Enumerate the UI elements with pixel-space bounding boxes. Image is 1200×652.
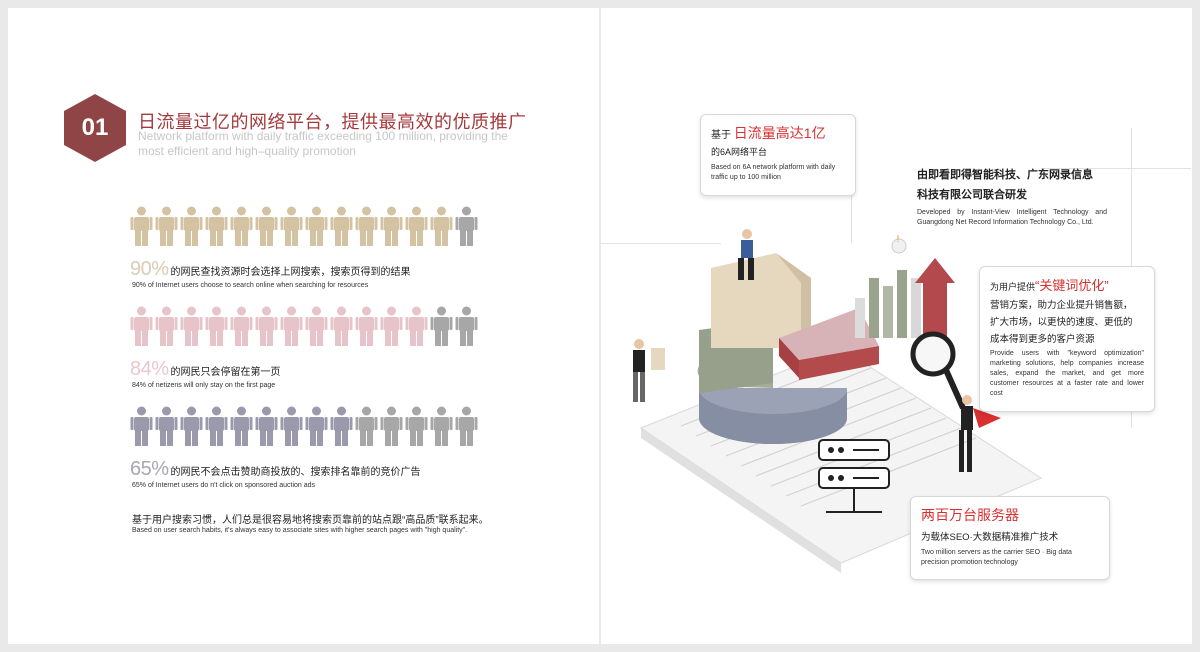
- callout-servers: 两百万台服务器 为载体SEO·大数据精准推广技术 Two million ser…: [910, 496, 1110, 580]
- person-icon: [205, 306, 228, 346]
- person-icon: [455, 206, 478, 246]
- left-page: 01 日流量过亿的网络平台，提供最高效的优质推广 Network platfor…: [8, 8, 599, 644]
- person-icon: [430, 306, 453, 346]
- person-icon: [130, 406, 153, 446]
- person-icon: [455, 406, 478, 446]
- person-icon: [255, 206, 278, 246]
- person-icon: [155, 406, 178, 446]
- callout1-line2: 的6A网络平台: [711, 147, 768, 157]
- section-number-badge: 01: [64, 94, 126, 162]
- callout3-cn3: 成本得到更多的客户资源: [990, 334, 1095, 345]
- person-icon: [355, 306, 378, 346]
- stat-84-pct: 84%: [130, 358, 169, 380]
- person-icon: [230, 406, 253, 446]
- person-icon: [405, 306, 428, 346]
- person-icon: [330, 206, 353, 246]
- callout3-cn2: 扩大市场，以更快的速度、更低的: [990, 317, 1133, 328]
- stat-84-cn: 的网民只会停留在第一页: [170, 367, 281, 378]
- person-icon: [380, 406, 403, 446]
- developer-cn1: 由即看即得智能科技、广东网录信息: [917, 169, 1093, 181]
- person-icon: [180, 406, 203, 446]
- person-icon: [205, 406, 228, 446]
- stat-65-pct: 65%: [130, 458, 169, 480]
- callout4-en: Two million servers as the carrier SEO ·…: [921, 549, 1072, 566]
- callout3-highlight: “关键词优化”: [1035, 278, 1109, 293]
- person-icon: [280, 406, 303, 446]
- callout3-cn1: 营销方案，助力企业提升销售额，: [990, 300, 1133, 311]
- developer-info: 由即看即得智能科技、广东网录信息 科技有限公司联合研发 Developed by…: [917, 166, 1107, 228]
- person-icon: [305, 406, 328, 446]
- section-title: 日流量过亿的网络平台，提供最高效的优质推广: [138, 112, 527, 132]
- summary-cn: 基于用户搜索习惯，人们总是很容易地将搜索页靠前的站点跟“高品质”联系起来。: [132, 515, 489, 526]
- stat-90-en: 90% of Internet users choose to search o…: [132, 282, 369, 289]
- stat-90: 90%的网民查找资源时会选择上网搜索，搜索页得到的结果: [130, 258, 411, 281]
- person-icon: [280, 306, 303, 346]
- person-icon: [155, 206, 178, 246]
- person-icon: [180, 306, 203, 346]
- callout1-prefix: 基于: [711, 130, 731, 141]
- person-icon: [230, 206, 253, 246]
- person-icon: [230, 306, 253, 346]
- callout3-en: Provide users with "keyword optimization…: [990, 350, 1144, 397]
- stat-90-cn: 的网民查找资源时会选择上网搜索，搜索页得到的结果: [170, 267, 411, 278]
- stat-84-en: 84% of netizens will only stay on the fi…: [132, 382, 276, 389]
- circuit-line: [1041, 168, 1191, 169]
- person-icon: [405, 206, 428, 246]
- person-icon: [405, 406, 428, 446]
- person-icon: [430, 406, 453, 446]
- callout-keyword-optimization: 为用户提供“关键词优化” 营销方案，助力企业提升销售额， 扩大市场，以更快的速度…: [979, 266, 1155, 412]
- stat-65-en: 65% of Internet users do n't click on sp…: [132, 482, 316, 489]
- person-icon: [380, 306, 403, 346]
- person-icon: [305, 206, 328, 246]
- person-icon: [255, 306, 278, 346]
- person-icon: [305, 306, 328, 346]
- person-icon: [280, 206, 303, 246]
- section-subtitle: Network platform with daily traffic exce…: [138, 129, 508, 158]
- stat-90-pct: 90%: [130, 258, 169, 280]
- person-icon: [455, 306, 478, 346]
- person-icon: [380, 206, 403, 246]
- circuit-line: [601, 243, 721, 244]
- person-icon: [180, 206, 203, 246]
- person-icon: [130, 306, 153, 346]
- callout1-highlight: 日流量高达1亿: [733, 125, 826, 141]
- person-icon: [205, 206, 228, 246]
- person-icon: [355, 406, 378, 446]
- person-icon: [330, 306, 353, 346]
- callout1-en: Based on 6A network platform with daily …: [711, 164, 836, 181]
- person-icon: [330, 406, 353, 446]
- callout-daily-traffic: 基于 日流量高达1亿 的6A网络平台 Based on 6A network p…: [700, 114, 856, 196]
- svg-text:!: !: [896, 234, 900, 245]
- person-icon: [355, 206, 378, 246]
- developer-cn2: 科技有限公司联合研发: [917, 189, 1027, 201]
- stat-65: 65%的网民不会点击赞助商投放的、搜索排名靠前的竞价广告: [130, 458, 421, 481]
- person-icon: [430, 206, 453, 246]
- callout4-highlight: 两百万台服务器: [921, 507, 1019, 523]
- people-row-90: [130, 206, 478, 246]
- person-icon: [155, 306, 178, 346]
- stat-84: 84%的网民只会停留在第一页: [130, 358, 281, 381]
- person-icon: [130, 206, 153, 246]
- stat-65-cn: 的网民不会点击赞助商投放的、搜索排名靠前的竞价广告: [170, 467, 421, 478]
- right-page: ! 基于 日流量高达1亿 的6A网络平台 Based on 6A network…: [601, 8, 1192, 644]
- callout4-cn: 为载体SEO·大数据精准推广技术: [921, 532, 1059, 543]
- summary-en: Based on user search habits, it's always…: [132, 527, 468, 534]
- developer-en: Developed by Instant-View Intelligent Te…: [917, 209, 1107, 226]
- callout3-prefix: 为用户提供: [990, 282, 1036, 292]
- people-row-65: [130, 406, 478, 446]
- person-icon: [255, 406, 278, 446]
- people-row-84: [130, 306, 478, 346]
